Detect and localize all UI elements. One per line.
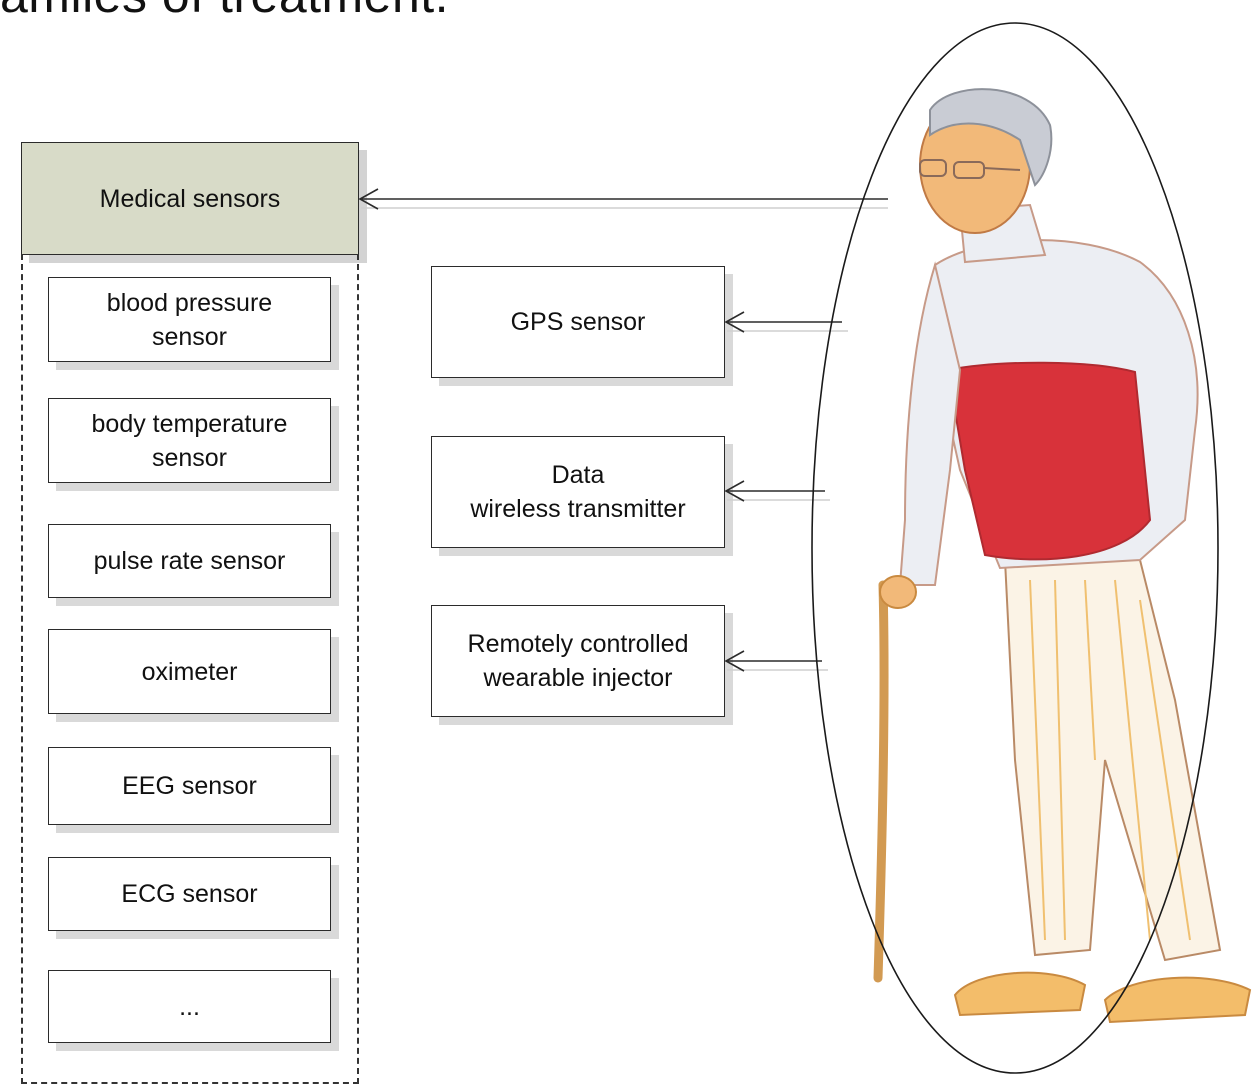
patient-illustration [878, 89, 1250, 1022]
